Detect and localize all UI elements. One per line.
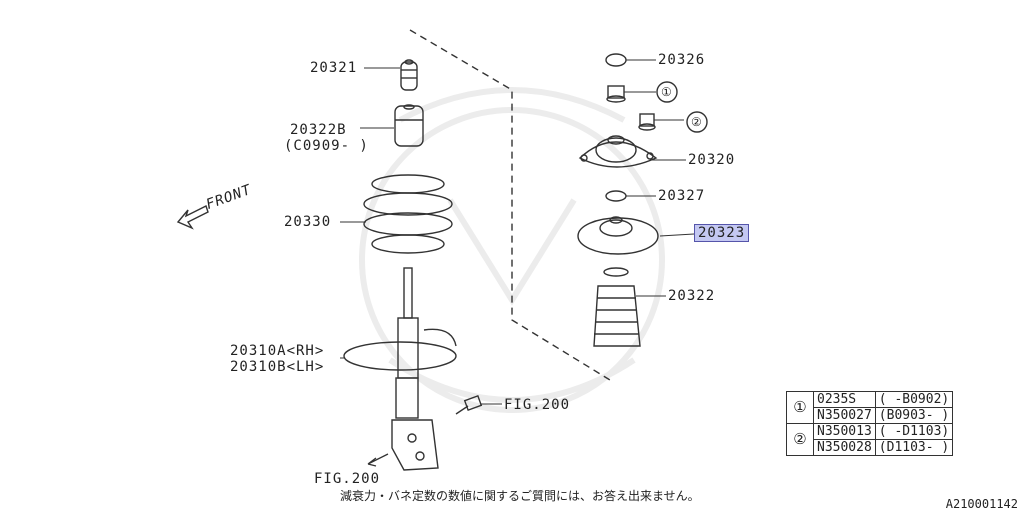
label-20310a: 20310A<RH> — [230, 343, 325, 359]
label-20321: 20321 — [310, 60, 358, 76]
helper-20322b — [394, 104, 424, 147]
label-fig200-bolt: FIG.200 — [504, 397, 571, 413]
assembly-dashed-outline — [409, 29, 611, 381]
table-callout-1: ① — [786, 391, 814, 424]
spring-seat-20323 — [577, 216, 659, 255]
note-text: 減衰力・バネ定数の数値に関するご質問には、お答え出来ません。 — [340, 489, 700, 503]
label-20326: 20326 — [658, 52, 706, 68]
table-row: ① 0235S ( -B0902) — [786, 391, 954, 424]
label-20322b: 20322B — [290, 122, 347, 138]
table-range: ( -D1103) — [874, 423, 954, 440]
dust-boot-20322 — [593, 267, 641, 347]
strut-bolt — [455, 395, 483, 415]
bump-stop-20321 — [400, 59, 418, 91]
label-20320: 20320 — [688, 152, 736, 168]
front-arrow-icon — [176, 205, 209, 230]
label-20322b-note: (C0909- ) — [284, 138, 369, 154]
label-callout-2: ② — [691, 115, 703, 129]
label-fig200-bottom: FIG.200 — [314, 471, 381, 487]
table-row: N350028 (D1103- ) — [787, 439, 954, 456]
table-range: ( -B0902) — [874, 391, 954, 408]
cap-20326 — [605, 53, 627, 67]
label-20322: 20322 — [668, 288, 716, 304]
fig200-arrow — [367, 453, 389, 467]
diagram-reference: A210001142 — [945, 497, 1018, 511]
leader-lines — [340, 59, 695, 405]
part-number-table: ① 0235S ( -B0902) N350027 (B0903- ) ② N3… — [786, 391, 954, 456]
label-20310b: 20310B<LH> — [230, 359, 325, 375]
table-range: (D1103- ) — [874, 439, 954, 456]
table-part-number: 0235S — [813, 391, 876, 408]
table-part-number: N350027 — [813, 407, 876, 424]
coil-spring-20330 — [363, 174, 453, 254]
strut-mount-20320 — [578, 135, 658, 168]
table-range: (B0903- ) — [874, 407, 954, 424]
table-part-number: N350028 — [813, 439, 876, 456]
table-callout-2: ② — [786, 423, 814, 456]
table-row: ② N350013 ( -D1103) — [786, 423, 954, 456]
label-callout-1: ① — [661, 85, 673, 99]
table-row: N350027 (B0903- ) — [787, 407, 954, 424]
nut-2 — [638, 113, 656, 131]
callout-circle-2 — [686, 111, 708, 133]
callout-circle-1 — [656, 81, 678, 103]
label-20330: 20330 — [284, 214, 332, 230]
washer-20327 — [605, 190, 627, 202]
nut-1 — [606, 85, 626, 103]
table-part-number: N350013 — [813, 423, 876, 440]
label-20327: 20327 — [658, 188, 706, 204]
label-20323-highlighted[interactable]: 20323 — [694, 224, 750, 242]
strut-20310 — [343, 267, 457, 471]
